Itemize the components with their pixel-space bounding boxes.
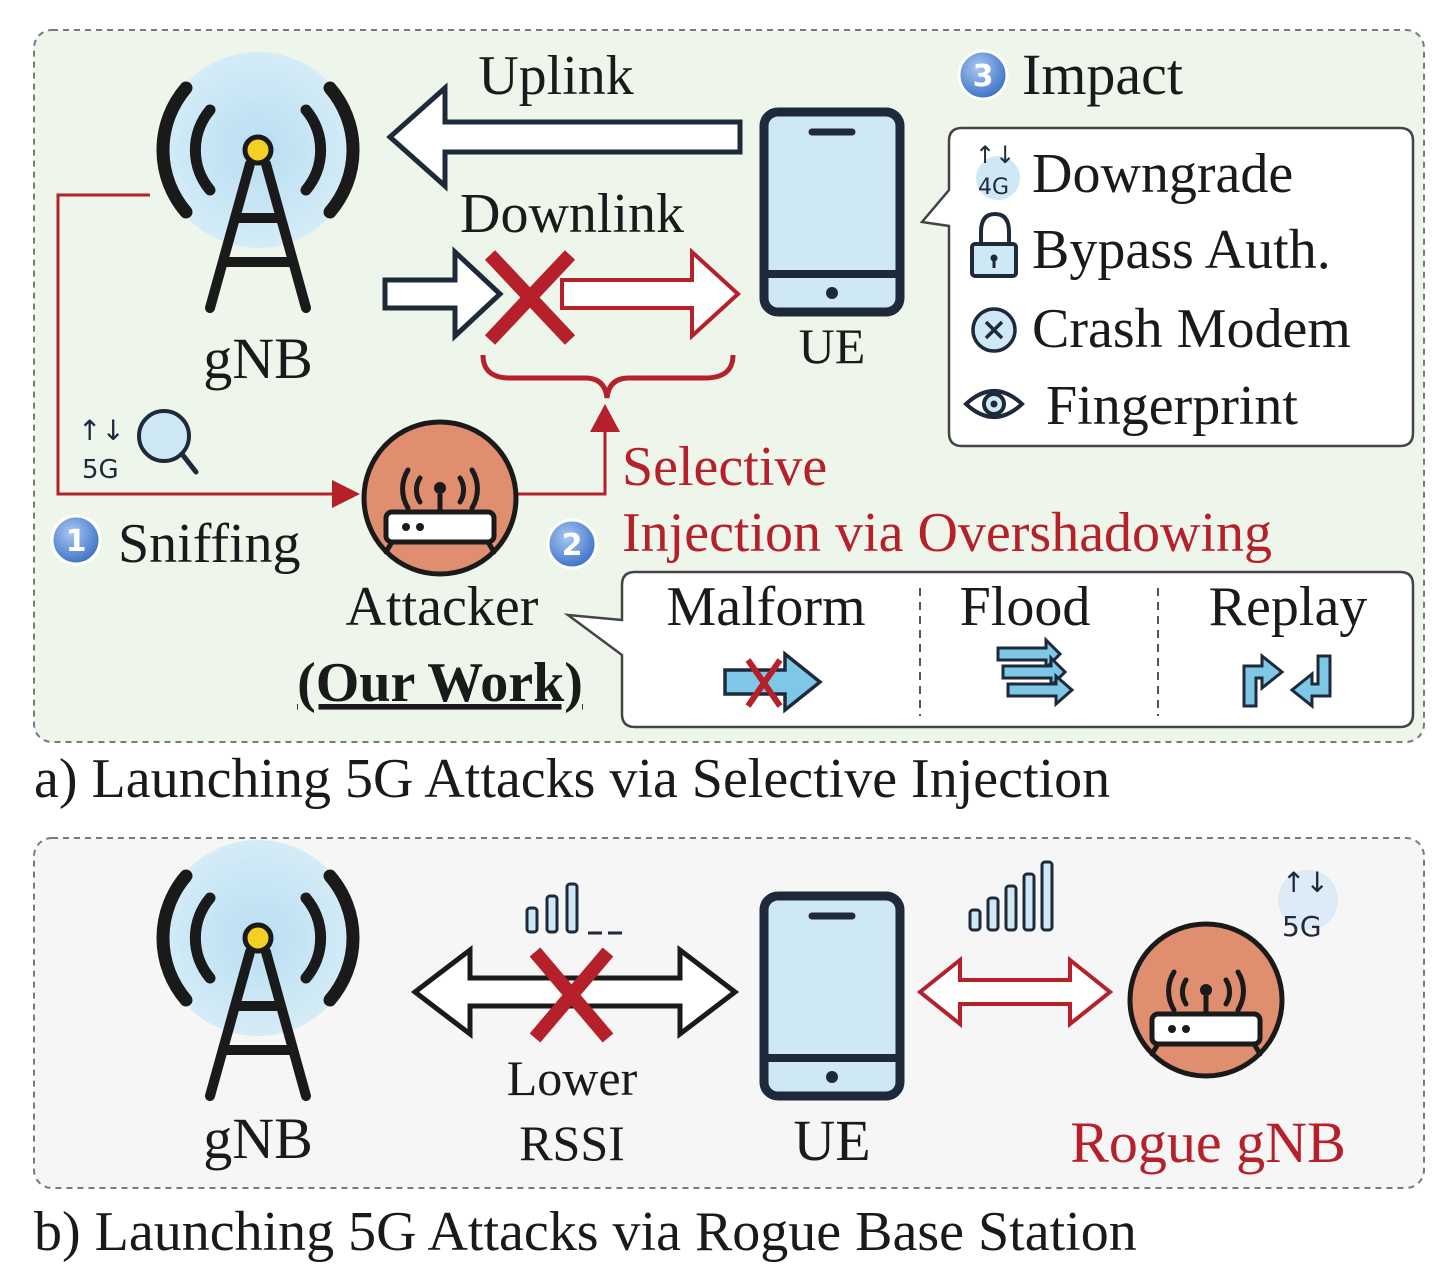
attacker-router-icon <box>361 419 519 577</box>
impact-downgrade: Downgrade <box>1032 143 1293 205</box>
crossed-arrow-icon <box>723 650 823 714</box>
replay-icon <box>1242 652 1332 710</box>
5g-badge-icon: ↑↓ 5G <box>1278 866 1338 943</box>
rogue-link-arrow <box>916 955 1114 1029</box>
crash-icon <box>971 307 1017 353</box>
panel-a: gNB Uplink Downlink UE 3 Impact <box>33 29 1425 743</box>
svg-text:3: 3 <box>973 59 994 94</box>
attacker-label: Attacker <box>346 576 539 638</box>
panel-a-caption: a) Launching 5G Attacks via Selective In… <box>34 748 1110 810</box>
step-2-badge: 2 <box>546 518 598 570</box>
stacked-arrows-icon <box>996 636 1075 708</box>
uplink-arrow <box>386 82 743 192</box>
ue-label: UE <box>799 318 866 374</box>
svg-text:4G: 4G <box>978 175 1009 200</box>
rssi-label: RSSI <box>519 1115 625 1171</box>
gnb-tower-icon <box>156 840 360 1101</box>
method-malform: Malform <box>666 576 865 638</box>
ue-phone-icon <box>759 891 905 1101</box>
injection-path <box>515 428 607 496</box>
impact-label: Impact <box>1022 42 1183 107</box>
5g-sniff-icon: ↑↓ 5G <box>78 414 125 485</box>
impact-fingerprint: Fingerprint <box>1046 375 1298 437</box>
panel-b-frame <box>33 837 1425 1189</box>
injection-arrowhead <box>590 404 620 432</box>
selective-label: Selective <box>622 436 827 498</box>
gnb-label-b: gNB <box>203 1106 313 1171</box>
panel-b: gNB Lower RSSI UE <box>33 837 1425 1189</box>
ue-label-b: UE <box>793 1108 870 1173</box>
weak-signal-icon <box>525 882 622 935</box>
step-3-badge: 3 <box>957 49 1009 101</box>
panel-b-caption: b) Launching 5G Attacks via Rogue Base S… <box>34 1201 1137 1263</box>
magnifier-icon <box>137 409 199 475</box>
method-replay: Replay <box>1209 576 1368 638</box>
sniffing-path <box>56 193 355 496</box>
gnb-label: gNB <box>203 326 313 391</box>
downlink-blocked-x-icon <box>484 250 576 345</box>
ue-phone-icon <box>759 107 905 317</box>
method-flood: Flood <box>960 576 1091 638</box>
svg-text:↑↓: ↑↓ <box>1282 866 1329 899</box>
svg-text:2: 2 <box>562 528 583 563</box>
gnb-tower-icon <box>156 52 360 313</box>
strong-signal-icon <box>968 860 1054 932</box>
svg-text:5G: 5G <box>1282 910 1322 943</box>
rogue-gnb-label: Rogue gNB <box>1070 1110 1346 1175</box>
downlink-arrow <box>382 246 504 342</box>
link-blocked-x-icon <box>529 947 614 1043</box>
eye-icon <box>963 389 1025 419</box>
lower-label: Lower <box>507 1050 638 1106</box>
impact-bypass-auth: Bypass Auth. <box>1032 219 1331 281</box>
injection-overshadowing-label: Injection via Overshadowing <box>622 502 1272 564</box>
4g-downgrade-icon: ↑↓ 4G <box>975 141 1020 200</box>
impact-callout <box>919 126 1415 448</box>
rogue-router-icon <box>1127 921 1285 1079</box>
impact-crash-modem: Crash Modem <box>1032 298 1351 360</box>
selective-brace <box>480 354 736 399</box>
lock-icon <box>970 211 1018 278</box>
svg-text:↑↓: ↑↓ <box>78 414 125 447</box>
svg-text:1: 1 <box>66 524 87 559</box>
svg-text:5G: 5G <box>82 455 119 485</box>
downlink-label: Downlink <box>460 183 684 245</box>
injected-downlink-arrow <box>560 247 741 341</box>
our-work-label: (Our Work) <box>297 652 583 714</box>
step-1-badge: 1 <box>50 514 102 566</box>
sniffing-label: Sniffing <box>118 513 301 575</box>
svg-text:↑↓: ↑↓ <box>975 141 1015 169</box>
uplink-label: Uplink <box>478 45 634 107</box>
sniffing-arrowhead <box>332 480 360 508</box>
